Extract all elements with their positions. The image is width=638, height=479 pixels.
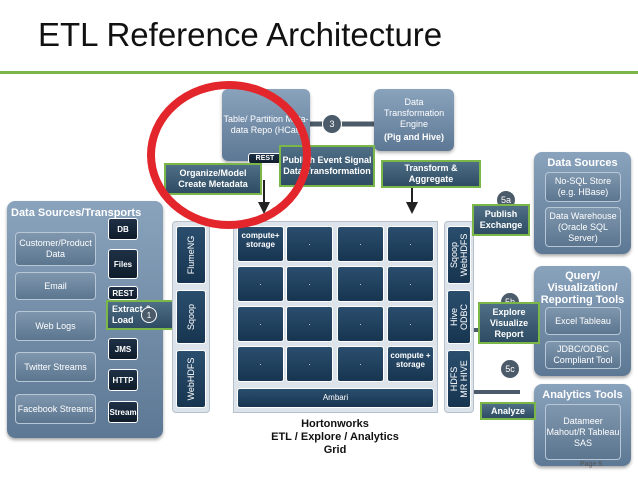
query-panel-title: Query/ Visualization/ Reporting Tools [540, 270, 625, 306]
grid-node: compute + storage [387, 346, 434, 382]
organize-metadata-label: Organize/Model Create Metadata [164, 163, 262, 195]
sources-panel-title: Data Sources/Transports [11, 207, 142, 219]
export-hive-odbc: Hive ODBC [447, 290, 471, 344]
transform-aggregate-label: Transform & Aggregate [381, 160, 481, 188]
step-1-marker: 1 [141, 307, 157, 323]
grid-node: . [286, 226, 333, 262]
excel-tableau-box: Excel Tableau [545, 307, 621, 335]
analytics-tools-box: Datameer Mahout/R Tableau SAS [545, 404, 621, 460]
source-customer-product: Customer/Product Data [15, 232, 96, 266]
nosql-store-box: No-SQL Store (e.g. HBase) [545, 172, 621, 202]
grid-caption: Hortonworks ETL / Explore / Analytics Gr… [271, 418, 399, 456]
title-divider [0, 71, 638, 74]
transport-jms: JMS [108, 338, 138, 360]
grid-node: . [337, 306, 384, 342]
source-facebook: Facebook Streams [15, 394, 96, 424]
transport-db: DB [108, 218, 138, 240]
grid-node: . [286, 266, 333, 302]
grid-node: . [286, 346, 333, 382]
jdbc-odbc-box: JDBC/ODBC Compliant Tool [545, 341, 621, 369]
grid-node: . [387, 266, 434, 302]
step-3-marker: 3 [322, 114, 342, 134]
grid-node: compute+ storage [237, 226, 284, 262]
source-web-logs: Web Logs [15, 311, 96, 341]
transport-stream: Stream [108, 401, 138, 423]
export-sqoop-webhdfs: Sqoop WebHDFS [447, 226, 471, 284]
grid-node: . [337, 266, 384, 302]
transport-rest: REST [108, 286, 138, 300]
analytics-panel-title: Analytics Tools [542, 389, 623, 401]
grid-node: . [387, 226, 434, 262]
publish-event-label: Publish Event Signal Data Transformation [279, 145, 375, 187]
transformation-engine-box: Data Transformation Engine (Pig and Hive… [374, 89, 454, 151]
grid-node: . [237, 346, 284, 382]
data-sources-title: Data Sources [547, 157, 618, 169]
transport-http: HTTP [108, 369, 138, 391]
grid-node: . [337, 226, 384, 262]
analyze-label: Analyze [480, 402, 536, 420]
page-number: Page 9 [580, 461, 603, 468]
step-5c-marker: 5c [500, 359, 520, 379]
grid-node: . [387, 306, 434, 342]
grid-node: . [237, 306, 284, 342]
ingest-flumeng: FlumeNG [176, 226, 206, 284]
data-warehouse-box: Data Warehouse (Oracle SQL Server) [545, 207, 621, 247]
ambari-bar: Ambari [237, 388, 434, 408]
ingest-webhdfs: WebHDFS [176, 350, 206, 408]
grid-node: . [337, 346, 384, 382]
source-twitter: Twitter Streams [15, 352, 96, 382]
publish-exchange-label: Publish Exchange [472, 204, 530, 236]
explore-visualize-label: Explore Visualize Report [478, 302, 540, 344]
page-title: ETL Reference Architecture [38, 16, 443, 53]
export-hdfs-mr-hive: HDFS MR HIVE [447, 350, 471, 408]
ingest-sqoop: Sqoop [176, 290, 206, 344]
transport-files: Files [108, 249, 138, 279]
grid-node: . [286, 306, 333, 342]
source-email: Email [15, 272, 96, 300]
grid-node: . [237, 266, 284, 302]
